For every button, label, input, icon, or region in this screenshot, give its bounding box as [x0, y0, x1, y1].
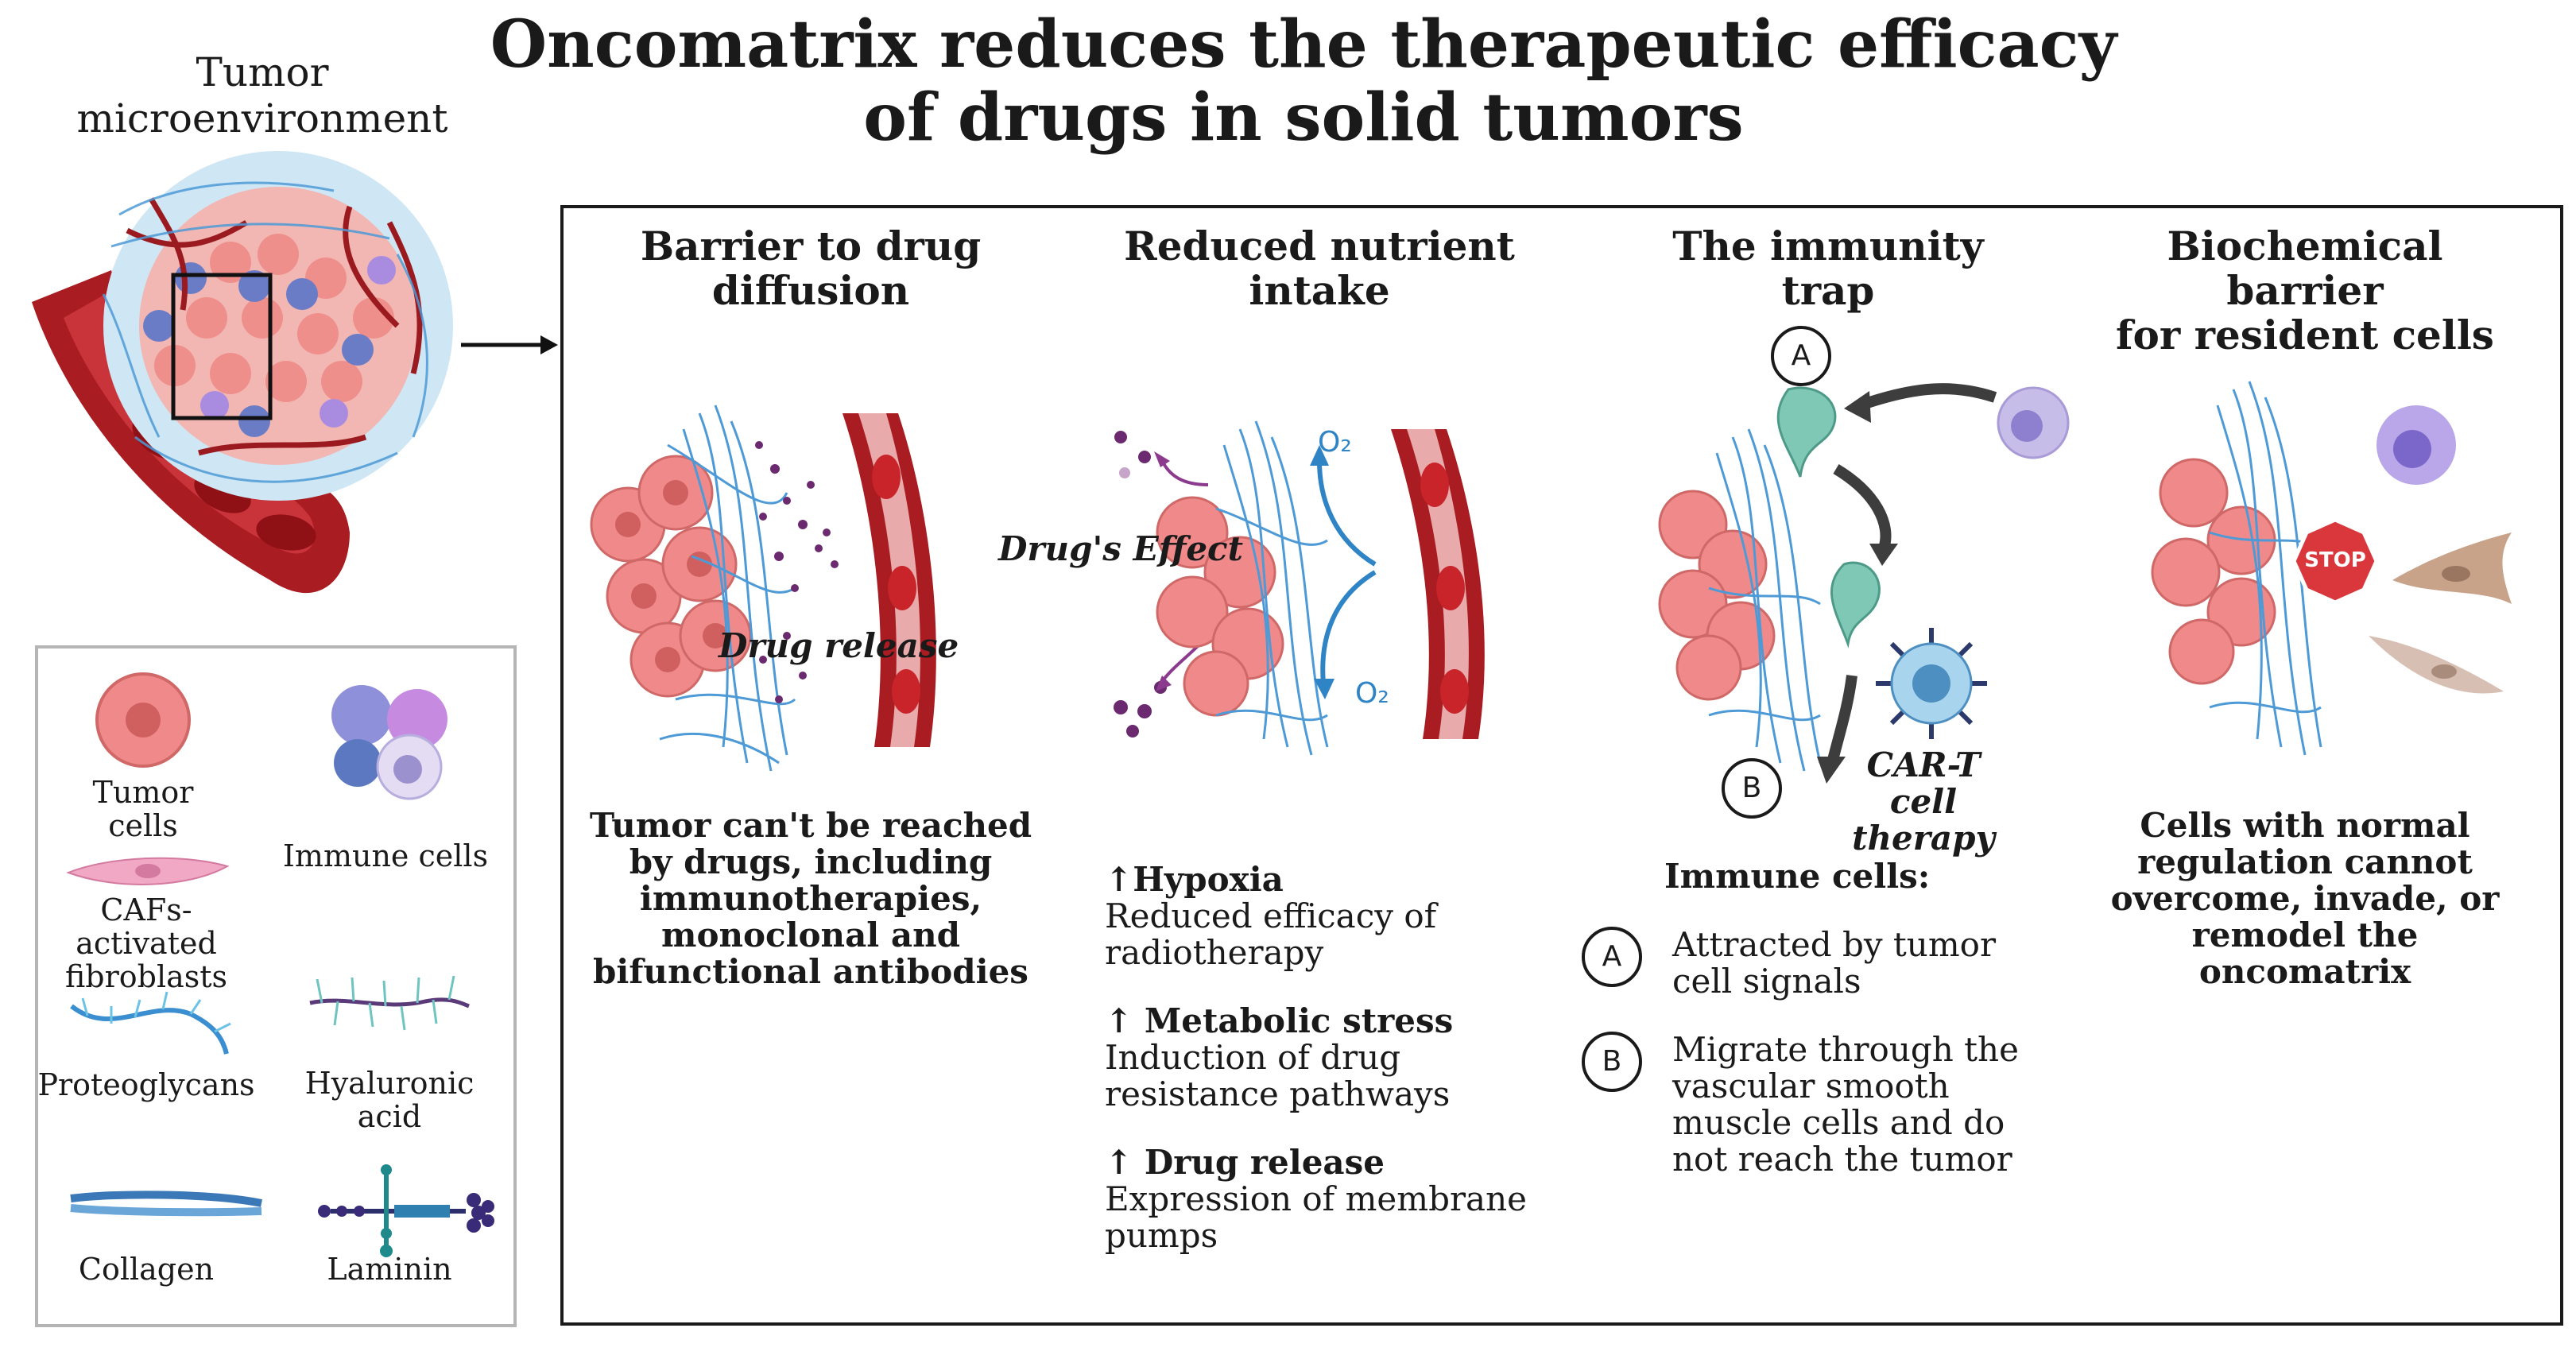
legend-caf-label: CAFs-activated fibroblasts — [64, 892, 228, 994]
legend-hyaluronic-acid-icon — [309, 975, 470, 1031]
immune-cells-list-title: Immune cells: — [1664, 857, 1931, 896]
main-panel-frame — [560, 205, 2563, 1326]
legend-collagen-label: Collagen — [78, 1252, 215, 1287]
panel-immunity-title: The immunity trap — [1672, 223, 1984, 314]
immune-item-a: A Attracted by tumor cell signals — [1582, 927, 2027, 1000]
o2-bottom-label: O₂ — [1355, 677, 1389, 710]
tme-label: Tumor microenvironment — [76, 49, 448, 141]
legend-tumor-label: Tumor cells — [92, 775, 194, 843]
legend-proteoglycans-label: Proteoglycans — [37, 1067, 255, 1102]
legend-collagen-icon — [70, 1191, 262, 1217]
panel-diffusion-title: Barrier to drug diffusion — [640, 223, 982, 314]
immunity-trap-illustration — [1658, 383, 2070, 784]
title-line-2: of drugs in solid tumors — [863, 79, 1744, 156]
panel-diffusion-description: Tumor can't be reached by drugs, includi… — [589, 806, 1032, 991]
legend-hyaluronic-label: Hyaluronic acid — [304, 1066, 475, 1134]
panel-nutrient-title: Reduced nutrient intake — [1124, 223, 1515, 314]
marker-a-illustration: A — [1771, 326, 1831, 386]
nutrient-item-hypoxia: ↑Hypoxia Reduced efficacy of radiotherap… — [1105, 860, 1437, 972]
legend-immune-label: Immune cells — [282, 838, 489, 873]
nutrient-item-metabolic-stress: ↑ Metabolic stress Induction of drug res… — [1105, 1001, 1454, 1113]
legend-caf-icon — [66, 857, 230, 885]
panel-biochemical-title: Biochemical barrier for resident cells — [2116, 223, 2494, 358]
drug-effect-label: Drug's Effect — [998, 529, 1244, 568]
legend-frame — [35, 645, 517, 1327]
drug-diffusion-illustration — [590, 405, 936, 772]
stop-sign-label: STOP — [2304, 548, 2366, 572]
drug-release-label: Drug release — [719, 626, 959, 665]
nutrient-effects-list: ↑Hypoxia Reduced efficacy of radiotherap… — [1105, 861, 1550, 1254]
immune-cells-list: A Attracted by tumor cell signals B Migr… — [1582, 927, 2027, 1178]
nutrient-illustration — [1114, 420, 1485, 756]
legend-tumor-cell-icon — [95, 672, 191, 768]
biochemical-barrier-illustration — [2151, 381, 2512, 756]
legend-immune-cells-icon — [331, 685, 447, 800]
cart-therapy-label: CAR-T cell therapy — [1852, 745, 1995, 858]
legend-proteoglycan-icon — [70, 991, 231, 1055]
tumor-microenvironment-illustration — [32, 151, 453, 594]
o2-top-label: O₂ — [1318, 426, 1352, 459]
zoom-arrow — [461, 335, 558, 354]
immune-item-b: B Migrate through the vascular smooth mu… — [1582, 1032, 2027, 1178]
title-line-1: Oncomatrix reduces the therapeutic effic… — [490, 6, 2117, 83]
nutrient-item-drug-release: ↑ Drug release Expression of membrane pu… — [1105, 1143, 1527, 1255]
marker-b: B — [1582, 1032, 1642, 1092]
figure-title: Oncomatrix reduces the therapeutic effic… — [477, 8, 2130, 154]
panel-biochemical-description: Cells with normal regulation cannot over… — [2110, 806, 2500, 991]
marker-a: A — [1582, 927, 1642, 987]
legend-laminin-label: Laminin — [327, 1252, 452, 1287]
legend-laminin-icon — [318, 1164, 494, 1257]
marker-b-illustration: B — [1722, 758, 1782, 819]
